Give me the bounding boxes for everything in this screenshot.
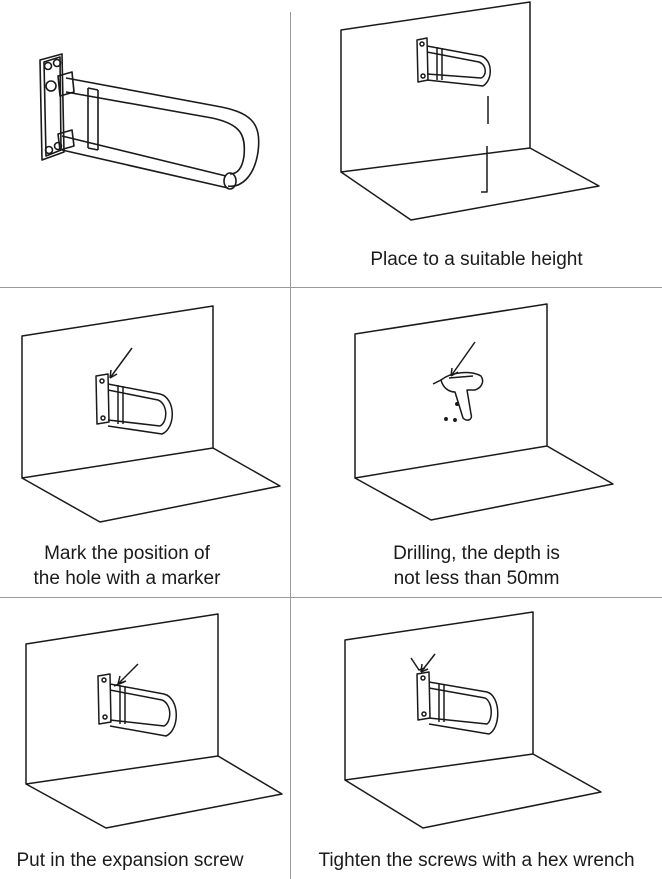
caption-line: not less than 50mm: [393, 568, 560, 589]
caption-step-place-height: Place to a suitable height: [291, 247, 662, 272]
caption-line: Place to a suitable height: [370, 249, 583, 270]
caption-step-mark-position: Mark the position of the hole with a mar…: [0, 541, 272, 591]
caption-step-drilling: Drilling, the depth is not less than 50m…: [291, 541, 662, 591]
horizontal-divider-1: [0, 287, 662, 288]
marker-arrow-icon: [21, 305, 281, 523]
caption-line: Mark the position of: [44, 543, 210, 564]
horizontal-divider-2: [0, 597, 662, 598]
hex-wrench-icon: [344, 611, 602, 829]
panel-step-mark-position: Mark the position of the hole with a mar…: [0, 288, 290, 597]
grab-bar-icon: [39, 53, 260, 190]
caption-line: Drilling, the depth is: [393, 543, 560, 564]
caption-step-expansion-screw: Put in the expansion screw: [0, 848, 275, 873]
caption-line: the hole with a marker: [33, 568, 221, 589]
drill-icon: [354, 303, 614, 521]
wall-corner-icon: [340, 1, 600, 221]
panel-step-expansion-screw: Put in the expansion screw: [0, 598, 290, 879]
panel-step-place-height: Place to a suitable height: [291, 0, 662, 287]
caption-line: Put in the expansion screw: [16, 850, 244, 871]
panel-step-drilling: Drilling, the depth is not less than 50m…: [291, 288, 662, 597]
screw-arrow-icon: [25, 613, 283, 829]
panel-product: [0, 0, 290, 287]
panel-step-tighten-screws: Tighten the screws with a hex wrench: [291, 598, 662, 879]
vertical-divider: [290, 12, 291, 879]
caption-step-tighten-screws: Tighten the screws with a hex wrench: [291, 848, 662, 873]
caption-line: Tighten the screws with a hex wrench: [318, 850, 635, 871]
